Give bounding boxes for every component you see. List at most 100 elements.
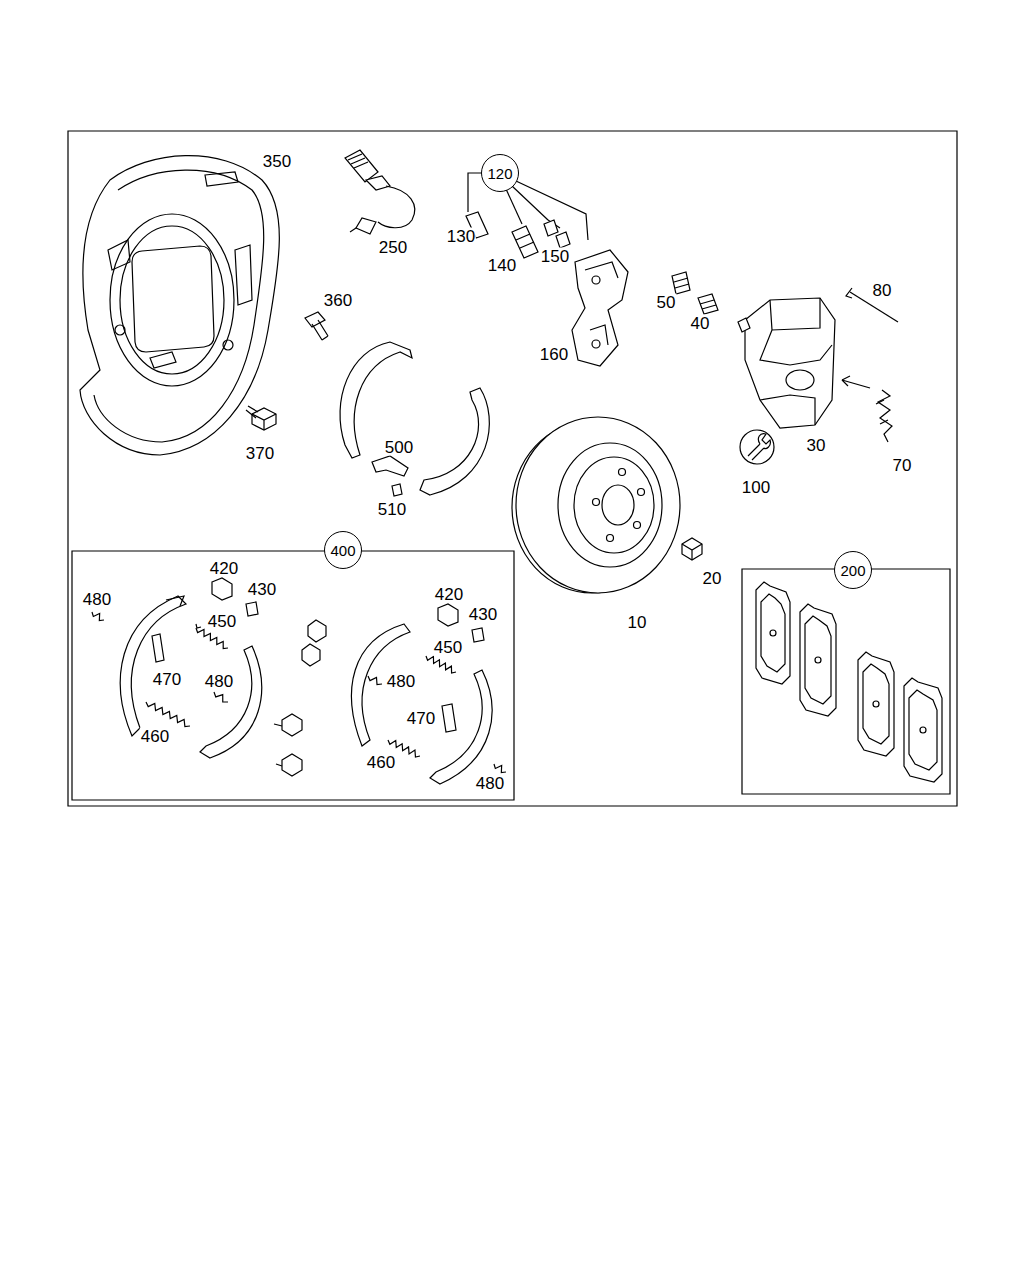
backing-plate xyxy=(110,214,234,386)
spring-symbol xyxy=(426,656,456,673)
bolt xyxy=(282,714,302,736)
backing-plate xyxy=(108,240,130,270)
guide-pin xyxy=(512,226,538,258)
callout-number: 510 xyxy=(377,501,407,518)
bolt xyxy=(274,620,326,776)
callout-number: 470 xyxy=(406,710,436,727)
callout-number: 250 xyxy=(378,239,408,256)
parking-brake-shoe xyxy=(420,388,489,495)
kit-frame xyxy=(72,551,514,800)
wear-sensor xyxy=(378,186,415,228)
bolt xyxy=(682,544,702,560)
parking-brake-shoe xyxy=(442,704,456,732)
wrench-symbol xyxy=(748,434,770,460)
pad-frame xyxy=(742,569,950,794)
callout-circle: 400 xyxy=(324,531,362,569)
callout-number: 150 xyxy=(540,248,570,265)
bleeder-cap xyxy=(698,294,718,314)
bolt xyxy=(308,620,326,642)
brake-pad xyxy=(815,657,821,663)
caliper-bracket xyxy=(585,262,618,345)
wear-sensor xyxy=(350,228,356,232)
parking-brake-shoe xyxy=(152,634,164,662)
callout-number: 120 xyxy=(487,166,512,181)
spring-symbol xyxy=(368,676,382,685)
caliper xyxy=(738,318,750,332)
outer-frame xyxy=(68,131,957,806)
callout-number: 100 xyxy=(741,479,771,496)
wear-sensor xyxy=(345,150,378,182)
bleeder-cap xyxy=(700,300,716,309)
callout-number: 500 xyxy=(384,439,414,456)
callout-number: 370 xyxy=(245,445,275,462)
spring-symbol xyxy=(196,624,201,628)
guide-pin xyxy=(516,234,534,248)
leader-line xyxy=(468,173,482,212)
brake-disc xyxy=(607,535,614,542)
backing-plate xyxy=(94,170,264,442)
callout-number: 430 xyxy=(468,606,498,623)
caliper-bracket xyxy=(572,250,628,366)
brake-pad xyxy=(756,582,942,782)
callout-number: 470 xyxy=(152,671,182,688)
parking-brake-shoe xyxy=(438,604,458,626)
parking-brake-shoe xyxy=(340,342,489,496)
callout-number: 420 xyxy=(434,586,464,603)
spring-symbol xyxy=(494,764,506,772)
brake-pad xyxy=(756,582,790,684)
bolt xyxy=(252,408,276,430)
brake-disc xyxy=(574,457,654,553)
backing-plate xyxy=(223,340,233,350)
backing-plate xyxy=(235,245,252,305)
callout-number: 430 xyxy=(247,581,277,598)
caliper xyxy=(738,298,835,428)
brake-pad xyxy=(800,604,836,716)
brake-pad xyxy=(909,690,937,770)
caliper xyxy=(745,298,835,428)
callout-number: 40 xyxy=(690,315,711,332)
callout-number: 130 xyxy=(446,228,476,245)
leader-line xyxy=(512,186,548,220)
wear-sensor xyxy=(345,150,415,234)
backing-plate xyxy=(150,352,176,368)
brake-disc xyxy=(619,469,626,476)
brake-pad xyxy=(873,701,879,707)
callout-number: 480 xyxy=(475,775,505,792)
parking-brake-shoe xyxy=(120,596,186,736)
brake-disc xyxy=(634,522,641,529)
bolt xyxy=(252,414,276,430)
callout-number: 480 xyxy=(386,673,416,690)
bolt xyxy=(246,406,258,418)
leader-line xyxy=(506,189,522,224)
backing-plate xyxy=(205,172,238,186)
spring-symbol xyxy=(196,628,228,649)
wear-sensor xyxy=(356,218,376,234)
brake-pad xyxy=(800,604,836,716)
bolt xyxy=(305,312,325,327)
parking-brake-shoe xyxy=(166,596,184,606)
spring-symbol xyxy=(214,692,228,702)
bolt xyxy=(282,754,302,776)
caliper-bracket xyxy=(592,276,600,284)
spring-clip xyxy=(842,376,850,386)
callout-number: 160 xyxy=(539,346,569,363)
brake-disc xyxy=(558,443,662,567)
callout-number: 450 xyxy=(207,613,237,630)
brake-pad xyxy=(756,582,790,684)
parking-brake-shoe xyxy=(472,628,484,642)
bleeder-cap xyxy=(674,278,689,288)
callout-number: 30 xyxy=(806,437,827,454)
caliper-bracket xyxy=(572,250,628,366)
spring-symbol xyxy=(146,702,190,727)
backing-plate xyxy=(132,246,214,352)
bolt xyxy=(302,644,320,666)
callout-circle: 120 xyxy=(481,154,519,192)
parking-brake-shoe xyxy=(246,602,258,616)
brake-disc xyxy=(512,417,680,593)
bolt xyxy=(682,538,702,560)
callout-number: 70 xyxy=(892,457,913,474)
callout-number: 400 xyxy=(330,543,355,558)
parking-brake-shoe xyxy=(120,578,492,784)
callout-number: 20 xyxy=(702,570,723,587)
backing-plate xyxy=(120,226,224,374)
